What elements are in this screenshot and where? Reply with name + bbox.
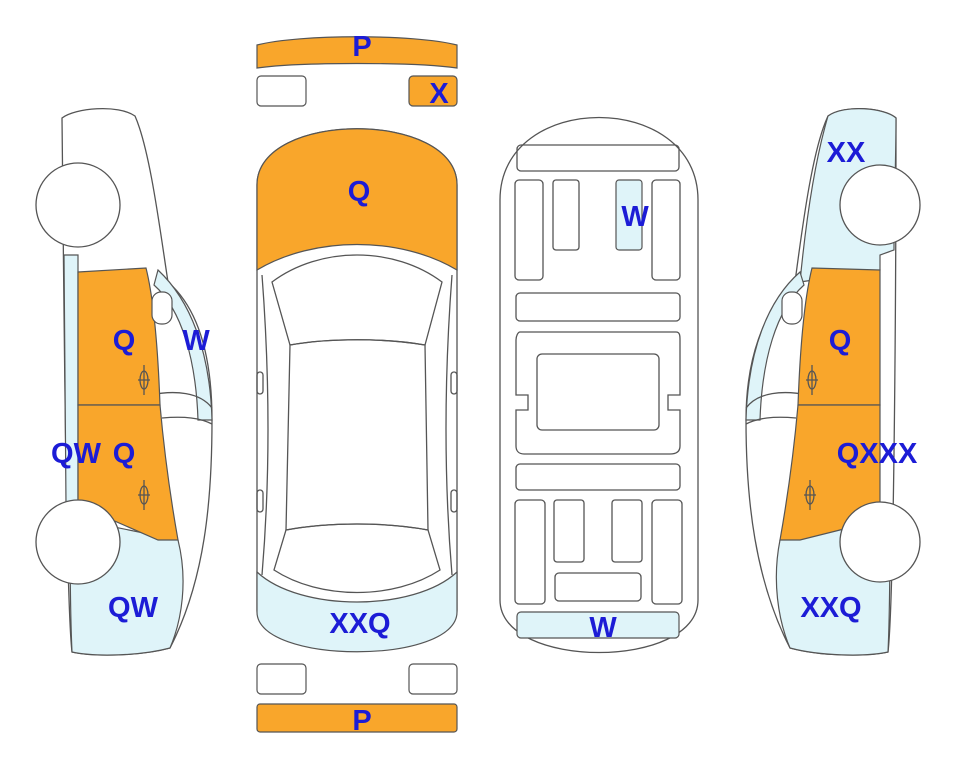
left-taillamp-panel <box>408 663 458 695</box>
right-side-view: XX Q QXXX XXQ <box>745 107 921 656</box>
rear-window-outline <box>273 523 441 594</box>
label-front-bumper: P <box>352 31 371 63</box>
right-front-wheel-icon <box>839 164 921 246</box>
frame-rear-left-rail <box>514 499 546 605</box>
left-rear-handle-knob-icon <box>139 485 149 505</box>
label-left-quarter: QW <box>108 592 159 624</box>
top-view: P X Q XXQ P <box>256 31 458 737</box>
frame-view: W W <box>499 117 699 654</box>
label-left-sill: QW <box>51 438 102 470</box>
left-mirror-top-icon <box>256 371 264 395</box>
left-side-line <box>261 274 269 576</box>
right-side-line <box>445 274 453 576</box>
label-right-front-door: Q <box>829 325 852 357</box>
left-rear-door-panel <box>77 404 179 541</box>
label-right-quarter: XXQ <box>800 592 861 624</box>
roof-outline <box>285 339 429 531</box>
label-left-headlamp: X <box>429 78 449 110</box>
right-taillamp-panel <box>256 663 307 695</box>
frame-spare-well <box>554 572 642 602</box>
label-roof-panel: W <box>621 201 649 233</box>
frame-front-left-rail <box>514 179 544 281</box>
frame-rear-crossmember <box>515 463 681 491</box>
left-side-view: W Q QW Q QW <box>35 107 213 656</box>
front-bumper-panel <box>256 36 458 69</box>
roof-panel-frame <box>615 179 643 251</box>
left-a-pillar-panel <box>153 268 213 421</box>
windshield-outline <box>271 254 443 346</box>
left-headlamp-panel <box>408 75 458 107</box>
left-rear-wheel-icon <box>35 499 121 585</box>
right-window-line-2 <box>745 416 797 425</box>
right-mirror-top-icon <box>450 371 458 395</box>
frame-dash-panel <box>515 292 681 322</box>
frame-rear-left-inner <box>553 499 585 563</box>
right-rear-door-panel <box>779 404 881 541</box>
frame-front-right-rail <box>651 179 681 281</box>
rear-bumper-panel <box>256 703 458 733</box>
frame-outline <box>499 117 699 654</box>
left-window-line-2 <box>161 416 213 425</box>
left-mirror-icon <box>151 291 173 325</box>
right-mirror-top-icon-2 <box>450 489 458 513</box>
label-trunk-panel: W <box>589 612 617 644</box>
frame-rear-right-rail <box>651 499 683 605</box>
trunk-panel-frame <box>516 611 680 639</box>
right-rear-wheel-icon <box>839 501 921 583</box>
right-door-handle-knob-icon <box>807 370 817 390</box>
right-mirror-icon <box>781 291 803 325</box>
rear-bumper-cover-panel <box>256 570 458 653</box>
label-right-rear-door: QXXX <box>837 438 918 470</box>
left-front-wheel-icon <box>35 162 121 248</box>
right-headlamp-panel <box>256 75 307 107</box>
hood-panel <box>256 128 458 272</box>
frame-front-crossmember <box>516 144 680 172</box>
label-rear-bumper-cover: XXQ <box>329 608 390 640</box>
label-left-a-pillar: W <box>182 325 210 357</box>
left-mirror-top-icon-2 <box>256 489 264 513</box>
label-rear-bumper: P <box>352 705 371 737</box>
label-right-front-fender: XX <box>827 137 866 169</box>
right-rear-handle-knob-icon <box>805 485 815 505</box>
label-left-front-door: Q <box>113 325 136 357</box>
left-door-handle-knob-icon <box>139 370 149 390</box>
frame-floor-pan <box>536 353 660 431</box>
label-hood: Q <box>348 176 371 208</box>
frame-front-left-inner <box>552 179 580 251</box>
label-left-rear-door: Q <box>113 438 136 470</box>
frame-rear-right-inner <box>611 499 643 563</box>
frame-floor-outline <box>515 331 681 455</box>
